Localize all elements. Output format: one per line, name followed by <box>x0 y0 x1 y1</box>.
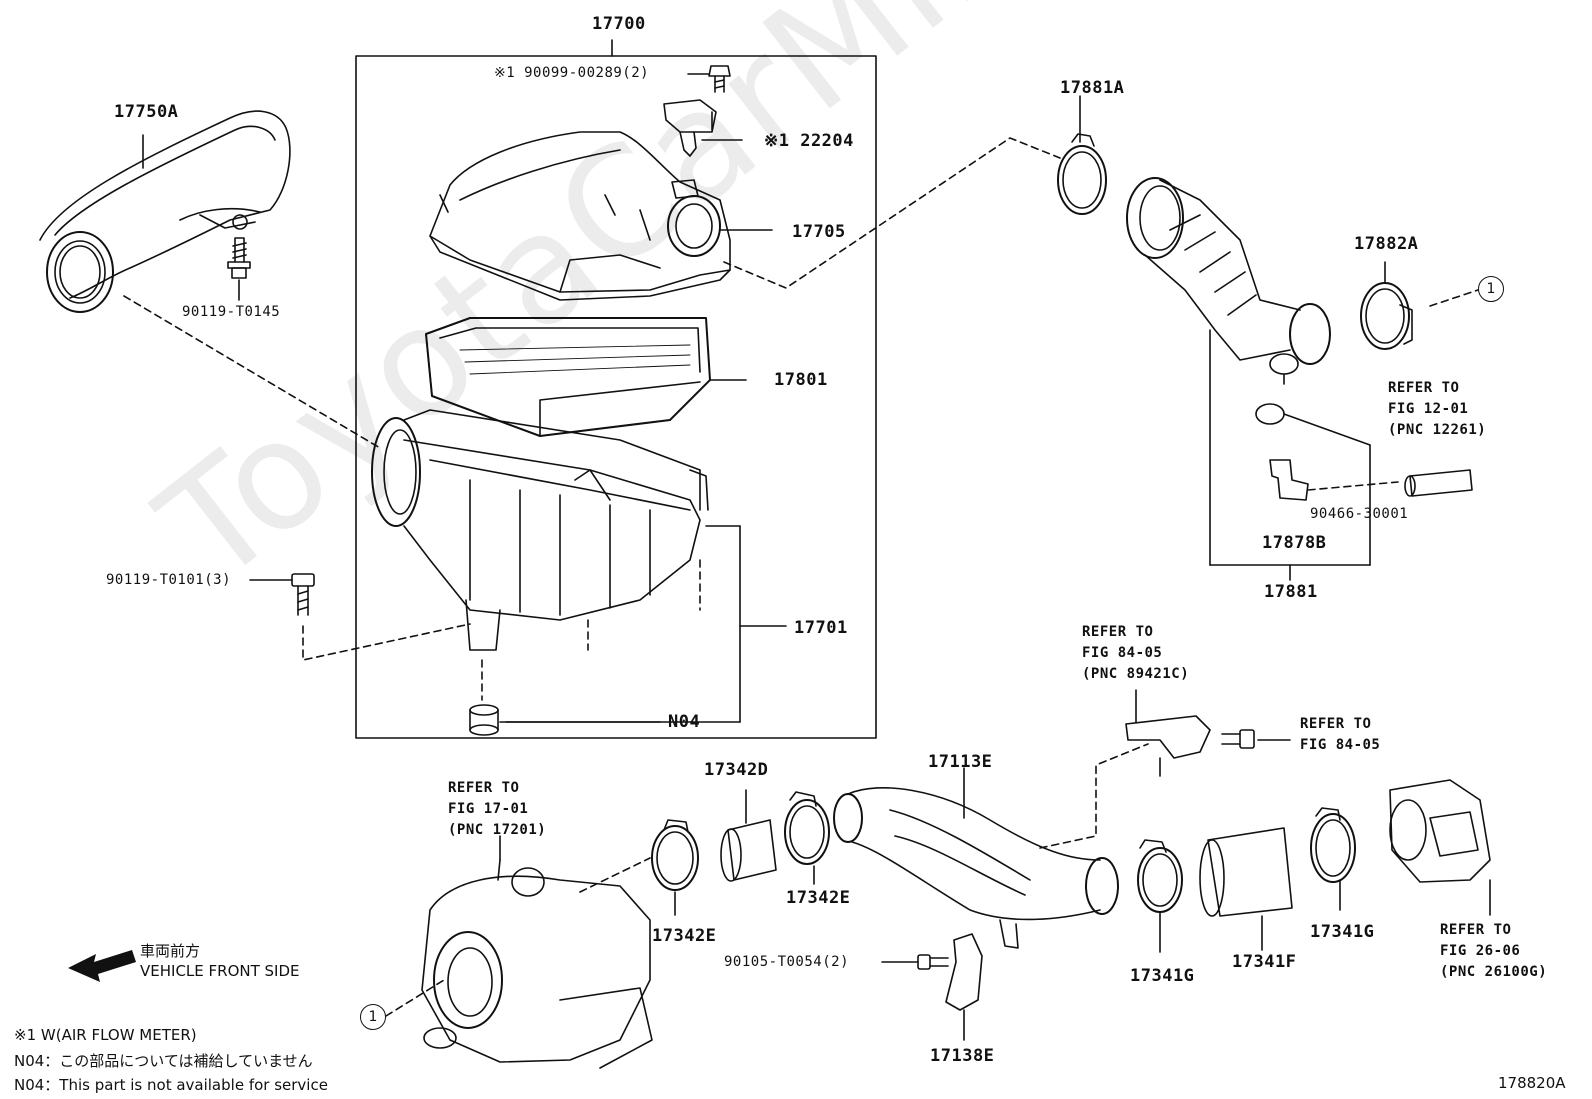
label-17750A: 17750A <box>114 102 179 122</box>
air-cleaner-case-17701 <box>371 409 787 723</box>
note-mark-1: ※1 W(AIR FLOW METER) <box>14 1026 197 1044</box>
turbocharger <box>385 835 653 1069</box>
intake-duct-17750A <box>39 110 291 313</box>
bolt-90119-T0145 <box>227 237 251 301</box>
ref-fig-26-06: REFER TO FIG 26-06 (PNC 26100G) <box>1440 922 1548 980</box>
intake-hose-17881 <box>1126 177 1371 581</box>
intercooler-pipe-17113E <box>833 743 1149 949</box>
label-90466-30001: 90466-30001 <box>1310 506 1409 522</box>
ref-fig-84-05-sensor: REFER TO FIG 84-05 (PNC 89421C) <box>1082 624 1190 682</box>
dashed-guide-duct <box>123 295 381 449</box>
front-arrow-icon <box>68 950 136 982</box>
bolt-90105-and-bracket-17138E <box>881 933 983 1041</box>
sensor-89421C <box>1125 689 1211 777</box>
ref-fig-17-01: REFER TO FIG 17-01 (PNC 17201) <box>448 780 547 838</box>
label-17700: 17700 <box>592 14 646 34</box>
label-17705: 17705 <box>792 222 846 242</box>
dashed-guide-case <box>481 559 701 701</box>
label-17138E: 17138E <box>930 1046 995 1066</box>
grommet-N04 <box>469 704 661 736</box>
front-side-jp: 車両前方 <box>140 942 201 960</box>
label-17882A: 17882A <box>1354 234 1419 254</box>
label-17881A: 17881A <box>1060 78 1125 98</box>
hoses-17341 <box>1137 807 1356 953</box>
dashed-guide-cover-hose <box>723 137 1061 289</box>
callout-1-right: 1 <box>1478 276 1504 302</box>
label-17113E: 17113E <box>928 752 993 772</box>
bolt-ref-84-05 <box>1221 729 1291 749</box>
label-17701: 17701 <box>794 618 848 638</box>
clamp-17881A <box>1057 95 1107 215</box>
label-17342D: 17342D <box>704 760 769 780</box>
label-17801: 17801 <box>774 370 828 390</box>
bolt-90119-T0101 <box>249 573 315 616</box>
figure-code: 178820A <box>1498 1074 1566 1092</box>
ref-fig-12-01: REFER TO FIG 12-01 (PNC 12261) <box>1388 380 1487 438</box>
label-90119-T0145: 90119-T0145 <box>182 304 281 320</box>
label-22204: ※1 22204 <box>764 131 854 151</box>
dashed-guide-bolt <box>302 623 471 661</box>
label-17342E-left: 17342E <box>652 926 717 946</box>
label-17342E-right: 17342E <box>786 888 851 908</box>
label-90099-00289: ※1 90099-00289(2) <box>494 65 650 81</box>
note-n04-en: N04：This part is not available for servi… <box>14 1076 328 1094</box>
label-90119-T0101: 90119-T0101(3) <box>106 572 232 588</box>
label-17341G-left: 17341G <box>1130 966 1195 986</box>
label-N04: N04 <box>668 712 701 732</box>
clamps-17342 <box>579 789 830 916</box>
clamp-17882A <box>1360 261 1479 350</box>
label-90105-T0054: 90105-T0054(2) <box>724 954 850 970</box>
callout-1-left: 1 <box>360 1004 386 1030</box>
air-flow-meter-22204 <box>663 99 743 157</box>
filter-element-17801 <box>425 317 747 437</box>
label-17881: 17881 <box>1264 582 1318 602</box>
label-17341G-right: 17341G <box>1310 922 1375 942</box>
air-cleaner-cap-17705 <box>429 131 773 301</box>
note-n04-jp: N04：この部品については補給していません <box>14 1052 313 1070</box>
label-17341F: 17341F <box>1232 952 1297 972</box>
throttle-body <box>1389 779 1491 916</box>
assembly-box <box>355 39 877 739</box>
small-clamp-and-elbow <box>1255 403 1473 501</box>
ref-fig-84-05-bolt: REFER TO FIG 84-05 <box>1300 716 1381 753</box>
screw-90099-00289 <box>687 65 731 93</box>
front-side-en: VEHICLE FRONT SIDE <box>140 962 300 980</box>
label-17878B: 17878B <box>1262 533 1327 553</box>
